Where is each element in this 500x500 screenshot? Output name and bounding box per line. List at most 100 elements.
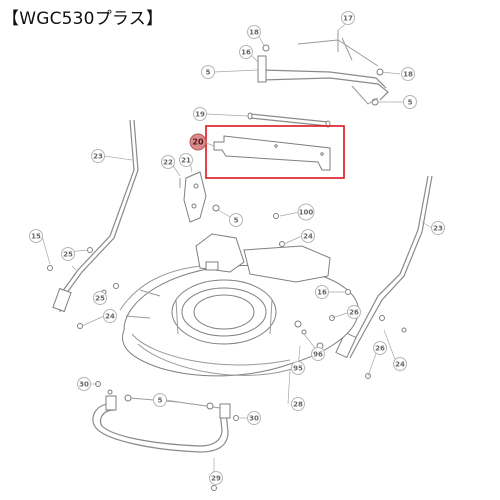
- callout: 5: [403, 95, 417, 109]
- callout: 21: [179, 153, 193, 167]
- callout-label: 5: [158, 397, 163, 405]
- callout-circle: [401, 67, 415, 81]
- callout-circle: [247, 411, 261, 425]
- callout-label: 21: [181, 157, 191, 165]
- callout-circle: [91, 149, 105, 163]
- callout-circle: [291, 397, 305, 411]
- part-20-highlight-box: [205, 125, 345, 179]
- callout-label: 96: [313, 351, 323, 359]
- callout-label: 30: [249, 415, 259, 423]
- callout-label: 23: [93, 153, 103, 161]
- callout-label: 28: [293, 401, 303, 409]
- callout-circle: [247, 25, 261, 39]
- callout: 18: [401, 67, 415, 81]
- callout: 5: [229, 213, 243, 227]
- callout: 24: [103, 309, 117, 323]
- callout-label: 17: [343, 15, 353, 23]
- callout: 19: [193, 107, 207, 121]
- callout: 5: [153, 393, 167, 407]
- callout: 26: [347, 305, 361, 319]
- callout: 15: [29, 229, 43, 243]
- callout-circle: [201, 65, 215, 79]
- mower-deck: [119, 233, 359, 377]
- callout-label: 18: [249, 29, 259, 37]
- callout-label: 24: [395, 361, 405, 369]
- upper-handle-bar: [257, 30, 389, 106]
- callout: 22: [161, 155, 175, 169]
- callout-label: 15: [31, 233, 41, 241]
- callout-label: 24: [303, 233, 313, 241]
- callout-label: 23: [433, 225, 443, 233]
- callout-label: 5: [408, 99, 413, 107]
- callout-label: 100: [299, 209, 314, 217]
- callout: 18: [247, 25, 261, 39]
- callout-label: 25: [95, 295, 105, 303]
- callout-label: 19: [195, 111, 205, 119]
- callout-circle: [315, 285, 329, 299]
- callout-circle: [209, 471, 223, 485]
- callout: 16: [239, 45, 253, 59]
- callout: 23: [91, 149, 105, 163]
- callout: 23: [431, 221, 445, 235]
- callout-circle: [301, 229, 315, 243]
- callout-circle: [403, 95, 417, 109]
- page-title: 【WGC530プラス】: [2, 9, 164, 29]
- callout: 5: [201, 65, 215, 79]
- callout-circle: [373, 341, 387, 355]
- callout-circle: [93, 291, 107, 305]
- callout-label: 16: [241, 49, 251, 57]
- callout: 24: [393, 357, 407, 371]
- callout-label: 24: [105, 313, 115, 321]
- callout: 29: [209, 471, 223, 485]
- callout-circle: [291, 361, 305, 375]
- callout-labels: 17 18 16 5 18 5 19 20 23 22 21 5 100 23 15 25 24 16 25 26 24…: [29, 11, 445, 485]
- callout-label: 22: [163, 159, 173, 167]
- callout-circle: [103, 309, 117, 323]
- callout-circle: [161, 155, 175, 169]
- callout-circle: [193, 107, 207, 121]
- callout-circle: [153, 393, 167, 407]
- callout: 16: [315, 285, 329, 299]
- callout-label: 29: [211, 475, 221, 483]
- callout: 17: [341, 11, 355, 25]
- callout-circle: [393, 357, 407, 371]
- part-20-cover-plate: [213, 135, 331, 171]
- callout-label: 95: [293, 365, 303, 373]
- callout: 25: [93, 291, 107, 305]
- callout-circle: [347, 305, 361, 319]
- callout-circle: [431, 221, 445, 235]
- left-handle-frame: [52, 119, 139, 313]
- callout-circle: [229, 213, 243, 227]
- callout-label: 18: [403, 71, 413, 79]
- side-bracket: [179, 171, 207, 223]
- callout: 96: [311, 347, 325, 361]
- callout: 95: [291, 361, 305, 375]
- callout: 26: [373, 341, 387, 355]
- callout-circle: [189, 133, 207, 151]
- callout-circle: [297, 203, 315, 221]
- callout-highlighted: 20: [189, 133, 207, 151]
- callout-circle: [29, 229, 43, 243]
- callout-circle: [61, 247, 75, 261]
- callout: 30: [77, 377, 91, 391]
- rod-part: [247, 112, 331, 128]
- callout-circle: [179, 153, 193, 167]
- callout: 30: [247, 411, 261, 425]
- callout-circle: [311, 347, 325, 361]
- callout-label: 26: [349, 309, 359, 317]
- callout-label: 5: [206, 69, 211, 77]
- callout-label: 16: [317, 289, 327, 297]
- callout-label: 20: [192, 138, 204, 147]
- callout: 25: [61, 247, 75, 261]
- callout-circle: [239, 45, 253, 59]
- callout-label: 5: [234, 217, 239, 225]
- callout-circle: [77, 377, 91, 391]
- callout-circle: [341, 11, 355, 25]
- callout-label: 25: [63, 251, 73, 259]
- callout: 28: [291, 397, 305, 411]
- callout-label: 26: [375, 345, 385, 353]
- callout-label: 30: [79, 381, 89, 389]
- callout: 100: [297, 203, 315, 221]
- callout: 24: [301, 229, 315, 243]
